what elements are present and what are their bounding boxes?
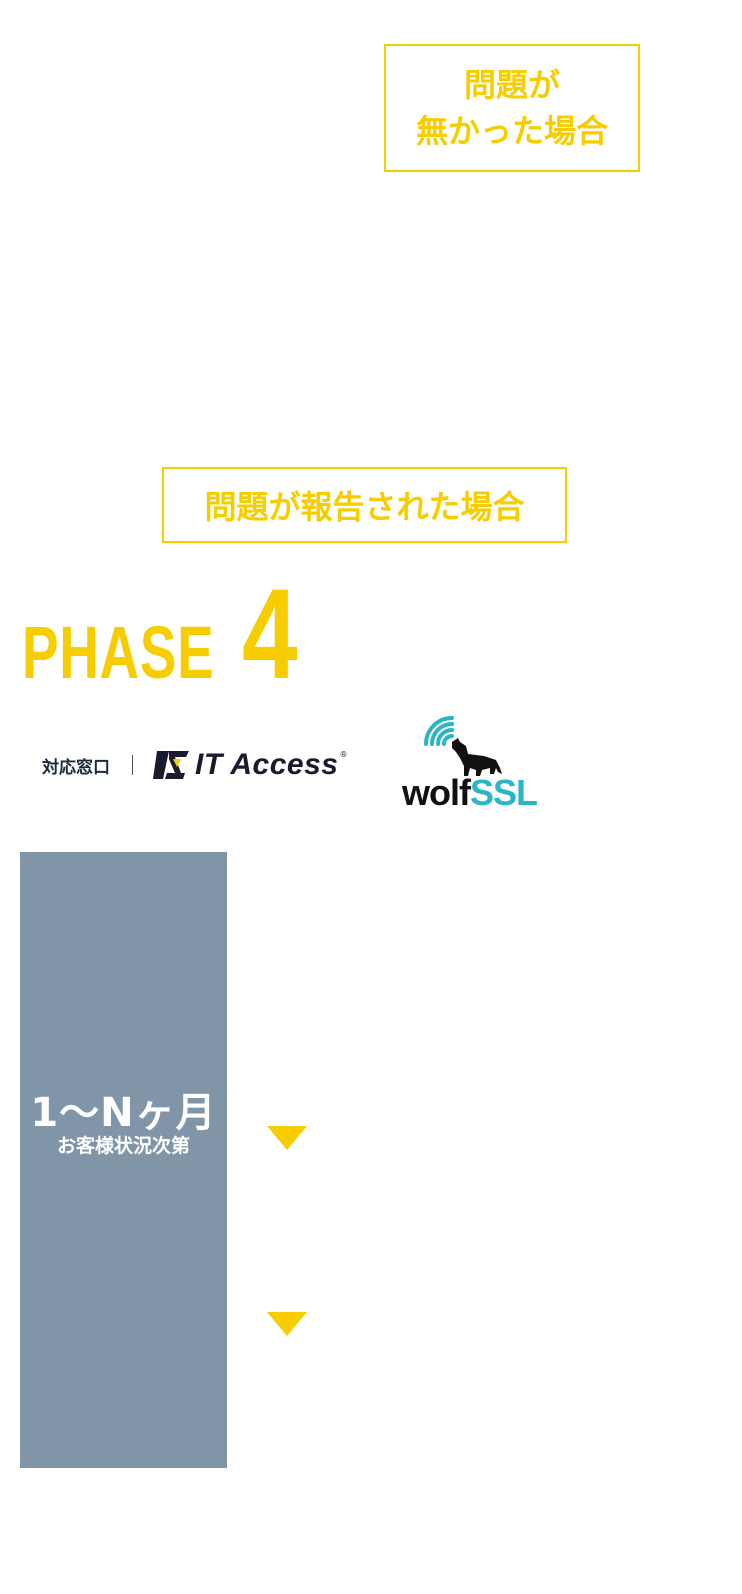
contact-divider [132,755,133,775]
registered-mark: ® [339,750,348,759]
wolfssl-ssl-text: SSL [469,772,538,813]
phase-word: PHASE [22,611,215,694]
wolfssl-wolf-text: wolf [402,772,471,813]
wolfssl-logo-text: wolfSSL [402,772,538,814]
phase-number: 4 [242,562,298,706]
duration-label: 1〜Nヶ月 [30,1090,217,1136]
problem-reported-text: 問題が報告された場合 [204,488,525,526]
itaccess-emblem-icon [153,751,189,779]
contact-row: 対応窓口 IT Access ® [42,748,347,782]
wolfssl-logo-icon [424,716,502,776]
itaccess-logo: IT Access ® [151,748,347,782]
itaccess-logo-text: IT Access [195,748,339,781]
down-arrow-icon [267,1312,307,1336]
no-problem-case-label: 問題が 無かった場合 [384,44,640,172]
no-problem-line-2: 無かった場合 [415,112,608,150]
down-arrow-icon [267,1126,307,1150]
problem-reported-case-label: 問題が報告された場合 [162,467,567,543]
no-problem-line-1: 問題が [463,66,560,104]
timeline-panel: 1〜Nヶ月 お客様状況次第 [20,852,227,1468]
contact-label: 対応窓口 [42,757,110,778]
phase-heading: PHASE 4 [22,560,313,706]
duration-note: お客様状況次第 [56,1135,190,1157]
